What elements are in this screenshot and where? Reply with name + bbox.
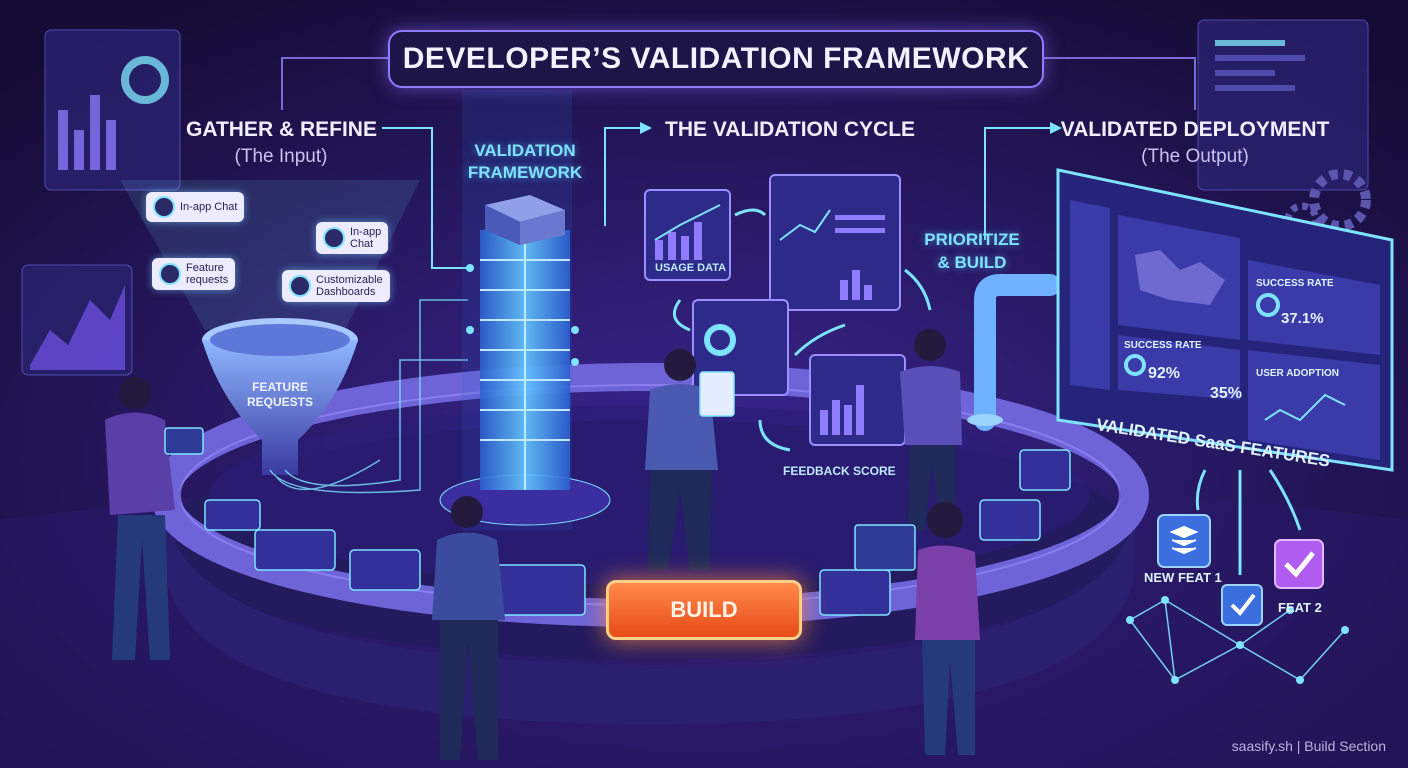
- user-adoption-label: USER ADOPTION: [1256, 368, 1339, 379]
- column-label-line2: FRAMEWORK: [467, 163, 583, 182]
- bubble-line: Dashboards: [316, 286, 376, 298]
- bubble-text: In-app Chat: [350, 226, 381, 250]
- page-title: DEVELOPER’S VALIDATION FRAMEWORK: [402, 42, 1030, 75]
- bubble-dashboards: Customizable Dashboards: [282, 270, 390, 302]
- funnel-label-line2: REQUESTS: [246, 395, 313, 409]
- bubble-text: In-app Chat: [180, 201, 238, 213]
- left-wall-panels: [21, 29, 181, 376]
- deployment-dashboard: [1056, 168, 1394, 472]
- bubble-line: Feature: [186, 262, 224, 274]
- column-label-line1: VALIDATION: [474, 141, 576, 160]
- bubble-line: requests: [186, 274, 229, 286]
- funnel-label: FEATURE REQUESTS: [228, 380, 332, 410]
- title-box: DEVELOPER’S VALIDATION FRAMEWORK: [388, 30, 1044, 88]
- bubble-line: In-app: [350, 226, 382, 238]
- prioritize-line1: PRIORITIZE: [924, 230, 1020, 249]
- prioritize-line2: & BUILD: [937, 253, 1007, 272]
- bubble-line: Customizable: [316, 274, 383, 286]
- feature-label-2: FEAT 2: [1278, 600, 1322, 615]
- bubble-feature-requests: Feature requests: [152, 258, 236, 290]
- feedback-score-label: FEEDBACK SCORE: [783, 464, 896, 478]
- build-button-label: BUILD: [670, 597, 738, 622]
- prioritize-label: PRIORITIZE & BUILD: [922, 228, 1022, 274]
- success-rate-label-1: SUCCESS RATE: [1256, 278, 1334, 289]
- bubble-text: Customizable Dashboards: [316, 274, 383, 298]
- cycle-panels: [644, 174, 906, 446]
- funnel-label-line1: FEATURE: [252, 380, 308, 394]
- validation-column: [439, 90, 611, 530]
- cycle-heading: THE VALIDATION CYCLE: [665, 118, 916, 141]
- feature-cards: [1157, 514, 1324, 626]
- bubble-in-app-chat-2: In-app Chat: [316, 222, 389, 254]
- metric-value-3: 35%: [1210, 385, 1243, 402]
- avatar: [323, 227, 345, 249]
- column-label: VALIDATION FRAMEWORK: [455, 140, 595, 184]
- build-button[interactable]: BUILD: [606, 580, 802, 640]
- people: [105, 329, 980, 760]
- avatar: [289, 275, 311, 297]
- output-heading: VALIDATED DEPLOYMENT: [1060, 118, 1330, 141]
- bubble-line: Chat: [350, 238, 374, 250]
- output-subheading: (The Output): [1141, 146, 1249, 167]
- feature-label-1: NEW FEAT 1: [1144, 570, 1222, 585]
- success-rate-value-1: 37.1%: [1281, 310, 1324, 327]
- build-pipe: [967, 274, 1061, 431]
- avatar: [159, 263, 181, 285]
- bubble-text: Feature requests: [186, 262, 228, 286]
- success-rate-label-2: SUCCESS RATE: [1124, 340, 1202, 351]
- footer-credit: saasify.sh | Build Section: [1231, 738, 1386, 754]
- avatar: [153, 196, 175, 218]
- usage-data-label: USAGE DATA: [655, 262, 727, 274]
- success-rate-value-2: 92%: [1148, 365, 1181, 382]
- input-subheading: (The Input): [234, 146, 328, 167]
- input-heading: GATHER & REFINE: [186, 118, 377, 141]
- bubble-in-app-chat-1: In-app Chat: [146, 192, 245, 222]
- right-wall-panels: [1197, 19, 1371, 238]
